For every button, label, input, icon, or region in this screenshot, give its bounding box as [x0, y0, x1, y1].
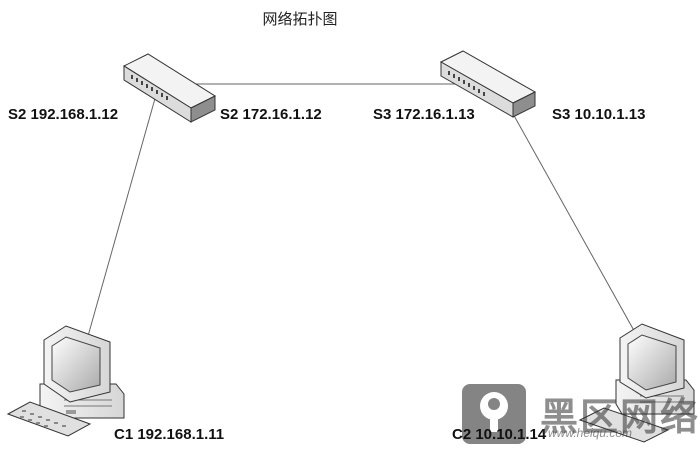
watermark-url: www.heiqu.com — [548, 426, 633, 440]
s3-left-ip-label: S3 172.16.1.13 — [373, 106, 475, 123]
s3-right-ip-label: S3 10.10.1.13 — [552, 106, 646, 123]
c1-ip-label: C1 192.168.1.11 — [114, 426, 225, 443]
link-s2-c1 — [87, 94, 157, 337]
switch-icon — [122, 53, 217, 123]
computer-icon — [578, 323, 695, 443]
diagram-title: 网络拓扑图 — [262, 10, 338, 28]
s2-left-ip-label: S2 192.168.1.12 — [8, 106, 119, 123]
s2-right-ip-label: S2 172.16.1.12 — [220, 106, 322, 123]
watermark-logo — [462, 384, 526, 444]
switch-icon — [439, 50, 537, 118]
computer-icon — [6, 325, 125, 437]
c2-ip-label: C2 10.10.1.14 — [452, 426, 547, 443]
watermark-text: 黑区网络 — [540, 395, 700, 439]
link-s3-c2 — [511, 111, 638, 337]
